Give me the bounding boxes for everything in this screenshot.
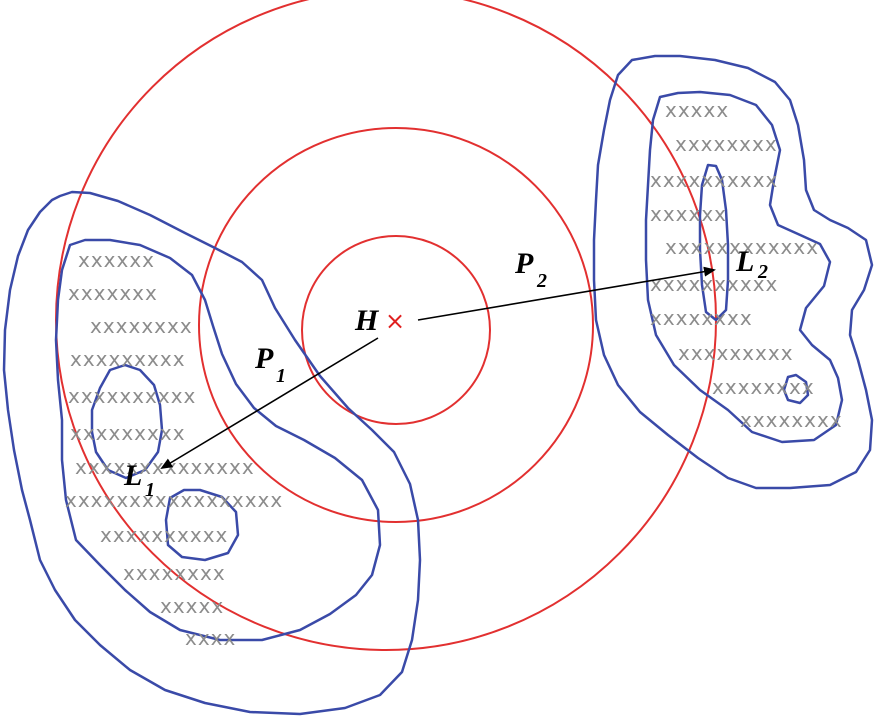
middle-range-circle xyxy=(198,127,594,523)
right-cross-row: xxxxxxxxxx xyxy=(650,168,778,192)
right-cross-row: xxxxxx xyxy=(650,202,727,226)
label-l1-text: L xyxy=(123,459,142,492)
left-inner-contour-a xyxy=(90,363,164,480)
right-cluster-contours xyxy=(592,54,874,490)
right-cross-row: xxxxxxxxxxxx xyxy=(665,235,819,259)
left-outer-contour xyxy=(2,190,422,716)
right-cross-row: xxxxxxxx xyxy=(675,132,778,156)
right-cross-row: xxxxxxxx xyxy=(740,408,843,432)
h-marker-icon: × xyxy=(385,307,405,335)
left-inner-contour-b xyxy=(164,488,240,562)
right-outer-contour xyxy=(592,54,874,490)
left-cross-row: xxxxxxxx xyxy=(123,561,226,585)
left-cross-row: xxxxxxxxxx xyxy=(100,523,228,547)
left-cross-row: xxxxxxxxx xyxy=(70,347,186,371)
left-cross-row: xxxxxx xyxy=(78,248,155,272)
left-cluster-contours xyxy=(2,190,422,716)
label-l2: L 2 xyxy=(735,245,768,283)
label-p2: P 2 xyxy=(514,247,547,292)
label-h-text: H xyxy=(354,304,380,337)
arrow-p1 xyxy=(160,337,379,470)
left-cross-row: xxxxxxxx xyxy=(90,314,193,338)
right-cross-row: xxxxxxxx xyxy=(650,306,753,330)
left-middle-contour xyxy=(54,238,382,642)
label-l2-sub: 2 xyxy=(757,261,768,283)
label-p1-sub: 1 xyxy=(276,365,286,387)
right-cross-row: xxxxxxxx xyxy=(712,375,815,399)
label-p1-text: P xyxy=(254,342,274,375)
label-p2-sub: 2 xyxy=(536,270,547,292)
right-inner-contour-b xyxy=(782,373,810,405)
label-l1-sub: 1 xyxy=(145,479,155,501)
arrow-p2 xyxy=(417,266,716,321)
left-cross-row: xxxxxxxxxxxxxxxxx xyxy=(65,488,283,512)
left-cross-row: xxxxx xyxy=(160,594,224,618)
path-arrows xyxy=(160,266,716,470)
label-p1: P 1 xyxy=(254,342,286,387)
label-h: H × xyxy=(354,304,405,337)
label-l1: L 1 xyxy=(123,459,155,501)
left-cross-row: xxxxxxxxx xyxy=(70,421,186,445)
left-cross-row: xxxxxxxxxx xyxy=(68,384,196,408)
right-middle-contour xyxy=(644,90,844,444)
label-p2-text: P xyxy=(514,247,534,280)
right-cross-row: xxxxx xyxy=(665,98,729,122)
left-cross-row: xxxxxxx xyxy=(68,281,158,305)
right-inner-contour-a xyxy=(698,163,730,322)
right-cluster-crosses: xxxxx xxxxxxxx xxxxxxxxxx xxxxxx xxxxxxx… xyxy=(650,98,843,432)
left-cluster-crosses: xxxxxx xxxxxxx xxxxxxxx xxxxxxxxx xxxxxx… xyxy=(65,248,283,650)
left-cross-row: xxxx xyxy=(185,626,236,650)
inner-range-circle xyxy=(301,235,491,425)
label-l2-text: L xyxy=(735,245,754,278)
right-cross-row: xxxxxxxxx xyxy=(678,341,794,365)
